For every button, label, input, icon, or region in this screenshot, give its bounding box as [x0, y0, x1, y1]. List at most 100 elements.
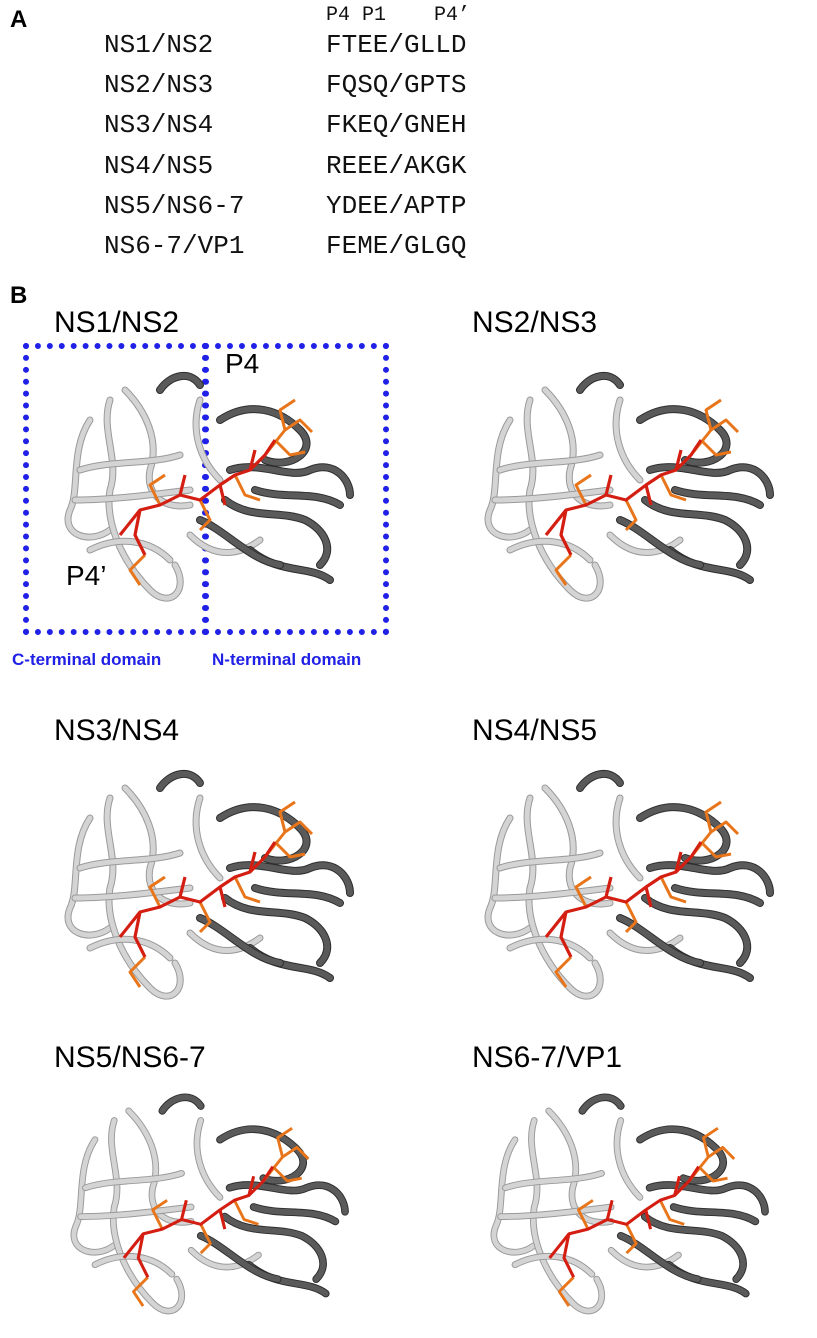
ribbon-strand: [187, 532, 263, 555]
ribbon-strand: [227, 862, 353, 896]
peptide-backbone: [674, 851, 683, 873]
ribbon-strand: [646, 1182, 768, 1215]
ribbon-strand: [217, 406, 310, 466]
peptide-backbone: [544, 841, 703, 938]
peptide-backbone: [248, 851, 257, 873]
junction-name: NS6-7/VP1: [104, 231, 245, 261]
ribbon-outline: [216, 803, 311, 865]
peptide-sidechain: [198, 499, 212, 532]
ribbon-strand: [546, 1108, 614, 1225]
ribbon-strand: [613, 397, 643, 483]
peptide-sidechain: [233, 876, 261, 904]
peptide-sidechain: [278, 800, 296, 833]
ribbon-strand: [222, 895, 331, 966]
protease-structure: [484, 770, 774, 1000]
peptide-sidechain: [148, 473, 166, 506]
ribbon-strand: [642, 895, 751, 966]
ribbon-strand: [188, 1247, 261, 1270]
ribbon-strand: [542, 785, 613, 907]
junction-name: NS3/NS4: [104, 110, 214, 140]
ribbon-strand: [507, 538, 593, 563]
ribbon-strand: [217, 804, 310, 864]
residue-position-header: P4 P1 P4’: [326, 4, 471, 27]
ribbon-strand: [193, 397, 223, 483]
structure-title: NS2/NS3: [472, 306, 598, 339]
junction-name: NS2/NS3: [104, 70, 214, 100]
peptide-sidechain: [704, 800, 722, 833]
peptide-sidechain: [273, 840, 306, 859]
ribbon-strand: [197, 915, 283, 966]
ribbon-strand: [65, 815, 113, 938]
peptide-sidechain: [702, 1126, 719, 1158]
ribbon-strand: [637, 804, 730, 864]
peptide-sidechain: [128, 955, 147, 988]
peptide-sidechain: [577, 1199, 594, 1230]
peptide-sidechain: [624, 901, 638, 934]
panel-a-letter: A: [10, 6, 28, 33]
peptide-backbone: [218, 484, 227, 506]
ribbon-strand: [187, 930, 263, 953]
ribbon-strand: [637, 1126, 726, 1184]
cleavage-sequence: YDEE/APTP: [326, 191, 467, 221]
ribbon-strand: [617, 915, 703, 966]
peptide-sidechain: [624, 499, 638, 532]
ribbon-strand: [498, 1204, 614, 1220]
p4prime-site-label: P4’: [66, 560, 107, 591]
junction-name: NS4/NS5: [104, 151, 214, 181]
ribbon-strand: [72, 487, 193, 503]
peptide-backbone: [644, 1209, 653, 1230]
peptide-substrate: [118, 398, 314, 586]
ribbon-outline: [216, 1125, 307, 1185]
peptide-sidechain: [233, 1199, 259, 1226]
ribbon-strand: [77, 452, 183, 473]
ribbon-strand: [157, 771, 203, 791]
ribbon-strand: [672, 885, 763, 906]
peptide-sidechain: [198, 901, 212, 934]
peptide-sidechain: [659, 474, 687, 502]
peptide-substrate: [544, 398, 740, 586]
ribbon-strand: [642, 497, 751, 568]
peptide-sidechain: [697, 1165, 728, 1183]
ribbon-strand: [485, 815, 533, 938]
ribbon-strand: [82, 1170, 184, 1191]
ribbon-strand: [497, 850, 603, 871]
ribbon-strand: [577, 771, 623, 791]
protease-structure: [490, 1093, 769, 1315]
peptide-sidechain: [554, 553, 573, 586]
peptide-sidechain: [233, 474, 261, 502]
ribbon-strand: [65, 417, 113, 540]
ribbon-strand: [608, 1247, 681, 1270]
cleavage-sequence: FTEE/GLLD: [326, 30, 467, 60]
ribbon-strand: [492, 487, 613, 503]
cleavage-sequence: FQSQ/GPTS: [326, 70, 467, 100]
ribbon-strand: [87, 936, 173, 961]
cleavage-sequence: REEE/AKGK: [326, 151, 467, 181]
peptide-sidechain: [128, 553, 147, 586]
structure-title: NS3/NS4: [54, 714, 180, 747]
peptide-substrate: [122, 1126, 310, 1307]
structure-title: NS4/NS5: [472, 714, 598, 747]
ribbon-strand: [126, 1108, 194, 1225]
protease-structure: [64, 770, 354, 1000]
protease-structure: [64, 372, 354, 602]
ribbon-strand: [647, 862, 773, 896]
ribbon-strand: [159, 1094, 204, 1114]
ribbon-strand: [87, 538, 173, 563]
peptide-sidechain: [574, 875, 592, 908]
cleavage-sequence: FEME/GLGQ: [326, 231, 467, 261]
ribbon-strand: [71, 1137, 117, 1255]
ribbon-strand: [122, 387, 193, 509]
peptide-backbone: [605, 1199, 614, 1220]
ribbon-strand: [252, 487, 343, 508]
junction-name: NS5/NS6-7: [104, 191, 245, 221]
peptide-backbone: [559, 911, 573, 958]
peptide-sidechain: [658, 1199, 685, 1226]
structure-title: NS5/NS6-7: [54, 1041, 206, 1074]
ribbon-strand: [613, 795, 643, 881]
ribbon-strand: [226, 1182, 348, 1215]
peptide-sidechain: [199, 1223, 212, 1255]
ribbon-strand: [579, 1094, 624, 1114]
c-terminal-domain-label: C-terminal domain: [12, 650, 162, 669]
ribbon-strand: [670, 1204, 759, 1225]
peptide-backbone: [133, 509, 147, 556]
